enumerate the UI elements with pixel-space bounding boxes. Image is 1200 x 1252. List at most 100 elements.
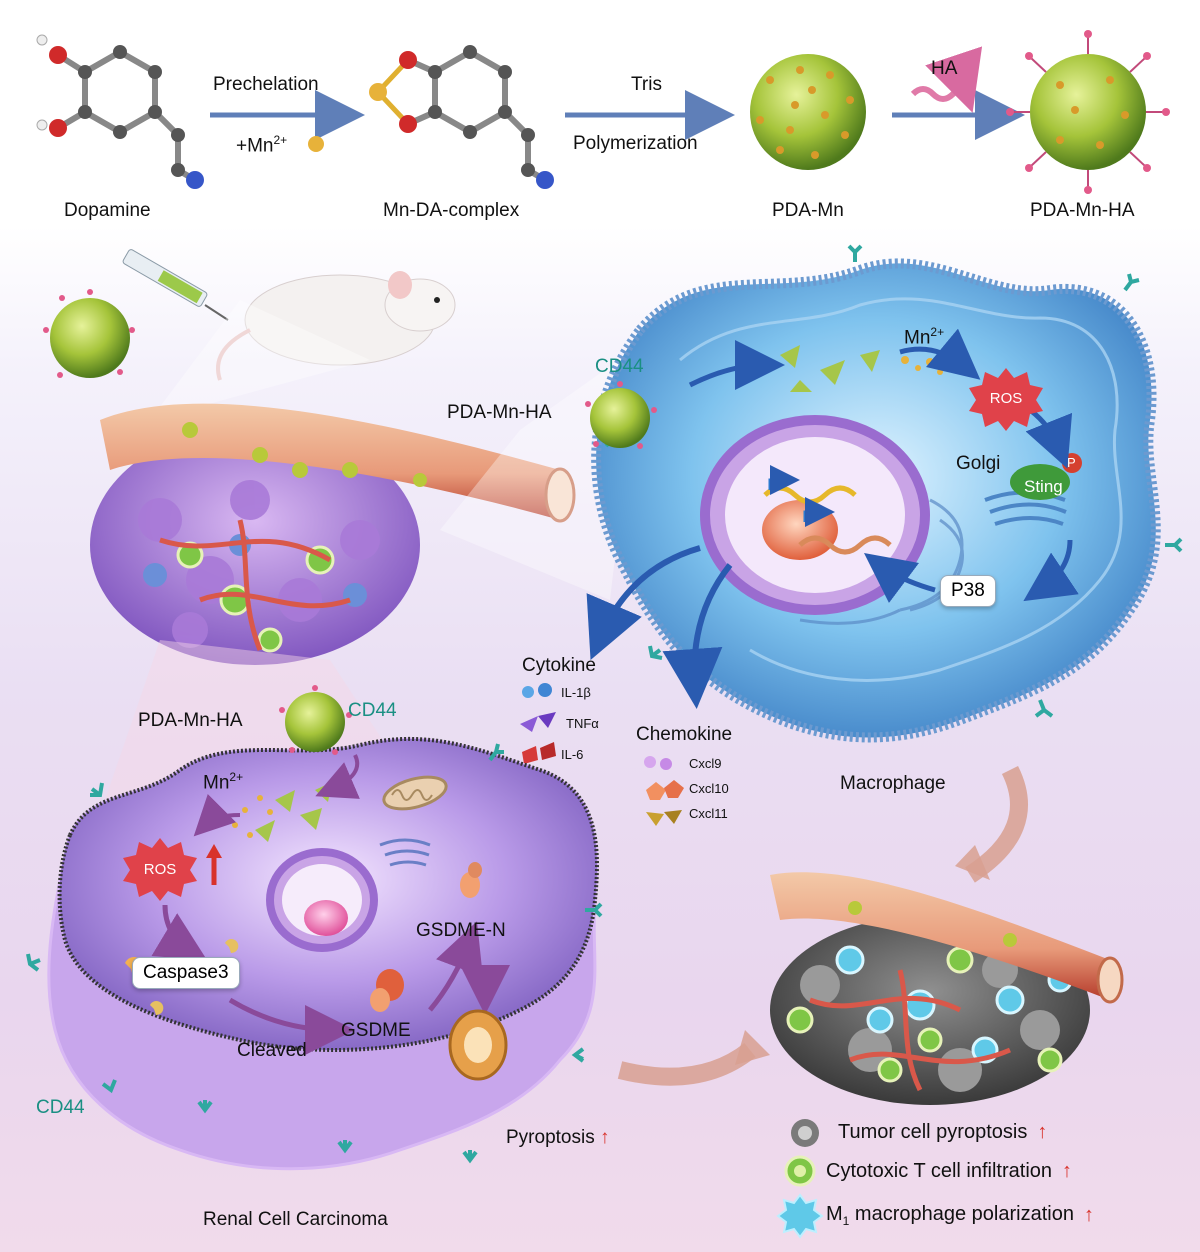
- label-tnfa: TNFα: [566, 716, 599, 731]
- blood-vessel-upper: [100, 403, 576, 523]
- mn-rcc-text: Mn: [203, 772, 230, 794]
- label-pda-mn: PDA-Mn: [772, 200, 844, 221]
- ha-strand-icon: [910, 46, 983, 113]
- label-cxcl10: Cxcl10: [689, 781, 729, 796]
- legend-tcell-icon: [784, 1155, 816, 1187]
- legend-m1-icon: [776, 1193, 824, 1239]
- plus-mn-charge: 2+: [273, 133, 288, 147]
- legend-row3-sub: 1: [842, 1214, 850, 1228]
- mn-release-arrow: [193, 793, 241, 837]
- legend-row3-text: M1 macrophage polarization: [826, 1203, 1074, 1228]
- label-tris: Tris: [631, 74, 662, 95]
- zoom-cone-macrophage: [440, 345, 640, 600]
- mn-da-complex-atoms: [369, 45, 554, 189]
- macrophage-nucleus: [700, 415, 930, 615]
- label-il-1b: IL-1β: [561, 685, 591, 700]
- mn-macrophage-text: Mn: [904, 327, 931, 349]
- legend-row-pyroptosis: Tumor cell pyroptosis ↑: [838, 1121, 1047, 1144]
- chemokine-release-arrow: [662, 563, 733, 709]
- label-p38: P38: [940, 575, 996, 607]
- dopamine-atoms: [36, 34, 204, 189]
- cytokine-glyphs: [520, 683, 556, 764]
- legend-pyroptosis-icon: [791, 1119, 819, 1147]
- label-ros-rcc: ROS: [143, 861, 177, 878]
- label-caspase3: Caspase3: [132, 957, 240, 989]
- mn-ion-icon: [308, 136, 324, 152]
- ros-burst-macrophage: [969, 368, 1043, 431]
- label-prechelation: Prechelation: [213, 74, 319, 95]
- rcc-golgi-icon: [379, 838, 431, 867]
- tumor-mass: [90, 425, 420, 665]
- chemokine-glyphs: [644, 756, 684, 826]
- label-ros-macrophage: ROS: [989, 390, 1023, 407]
- uptake-arrow: [688, 340, 785, 391]
- mn-rcc-charge: 2+: [229, 770, 244, 784]
- label-cytokine: Cytokine: [522, 655, 596, 676]
- mn-to-ros-arrow: [899, 328, 981, 380]
- label-cd44-rcc-top: CD44: [348, 700, 397, 721]
- label-macrophage: Macrophage: [840, 773, 946, 794]
- mouse-illustration: [216, 271, 456, 381]
- label-gsdme: GSDME: [341, 1020, 411, 1041]
- ros-to-caspase-arrow: [151, 904, 208, 961]
- label-pda-mn-ha-macrophage: PDA-Mn-HA: [447, 402, 552, 423]
- legend-row-m1: M1 macrophage polarization ↑: [826, 1203, 1094, 1228]
- pda-mn-particle: [750, 54, 866, 170]
- label-mn-rcc: Mn2+: [203, 770, 243, 794]
- label-pda-mn-ha: PDA-Mn-HA: [1030, 200, 1135, 221]
- ros-burst-rcc: [123, 838, 197, 901]
- mitochondrion-icon: [382, 775, 448, 811]
- legend-row2-arrow: ↑: [1062, 1160, 1073, 1182]
- label-pda-mn-ha-rcc: PDA-Mn-HA: [138, 710, 243, 731]
- pyroptosis-text: Pyroptosis: [506, 1127, 595, 1148]
- label-cleaved: Cleaved: [237, 1040, 307, 1061]
- legend-row3-arrow: ↑: [1083, 1204, 1094, 1226]
- legend-row1-arrow: ↑: [1037, 1121, 1048, 1143]
- label-sting: Sting: [1024, 477, 1063, 496]
- rcc-to-tme-arrow: [617, 1042, 756, 1086]
- syringe-icon: [122, 249, 229, 321]
- gsdme-to-n-arrow: [428, 921, 483, 1012]
- blood-vessel-lower: [770, 872, 1124, 1004]
- rcc-uptake-arrow: [315, 754, 360, 799]
- label-mn-da-complex: Mn-DA-complex: [383, 200, 520, 221]
- label-p: P: [1067, 455, 1076, 470]
- label-pyroptosis: Pyroptosis ↑: [506, 1127, 609, 1149]
- injected-particle: [43, 289, 135, 378]
- gsdme-pore-icon: [448, 1009, 508, 1081]
- rcc-nucleus: [266, 848, 378, 952]
- label-mn-macrophage: Mn2+: [904, 325, 944, 349]
- zoom-cone-mouse: [150, 300, 370, 420]
- macrophage-to-tme-arrow: [965, 765, 1028, 883]
- gsdmen-to-pore-arrow: [459, 948, 510, 1015]
- er-network: [799, 498, 964, 625]
- legend-row1-text: Tumor cell pyroptosis: [838, 1121, 1028, 1143]
- rcc-particle: [279, 685, 352, 755]
- mn-macrophage-charge: 2+: [930, 325, 945, 339]
- legend-row-tcell: Cytotoxic T cell infiltration ↑: [826, 1160, 1072, 1183]
- label-dopamine: Dopamine: [64, 200, 151, 221]
- cytokine-release-arrow: [586, 545, 701, 661]
- label-cd44-macrophage: CD44: [595, 356, 644, 377]
- label-cxcl9: Cxcl9: [689, 756, 722, 771]
- label-ha: HA: [931, 58, 958, 79]
- sting-to-p38-arrow: [1023, 539, 1079, 602]
- gsdme-protein-icon: [370, 862, 482, 1012]
- label-cxcl11: Cxcl11: [689, 806, 728, 821]
- pda-mn-ha-particle: [1006, 30, 1170, 194]
- rcc-cell: [26, 737, 603, 1171]
- macrophage-entry-particle: [585, 381, 657, 449]
- plus-mn-text: +Mn: [236, 135, 274, 157]
- label-renal-cell-carcinoma: Renal Cell Carcinoma: [203, 1209, 388, 1230]
- label-cd44-rcc-left: CD44: [36, 1097, 85, 1118]
- p38-to-nucleus-arrow: [863, 553, 936, 603]
- label-polymerization: Polymerization: [573, 133, 698, 154]
- legend-row3-prefix: M: [826, 1203, 843, 1225]
- label-plus-mn: +Mn2+: [236, 133, 287, 157]
- pyroptosis-up-arrow: ↑: [599, 1127, 610, 1148]
- ros-increase-arrow: [206, 844, 222, 885]
- legend-row2-text: Cytotoxic T cell infiltration: [826, 1160, 1053, 1182]
- caspase-to-gsdme-arrow: [228, 997, 355, 1055]
